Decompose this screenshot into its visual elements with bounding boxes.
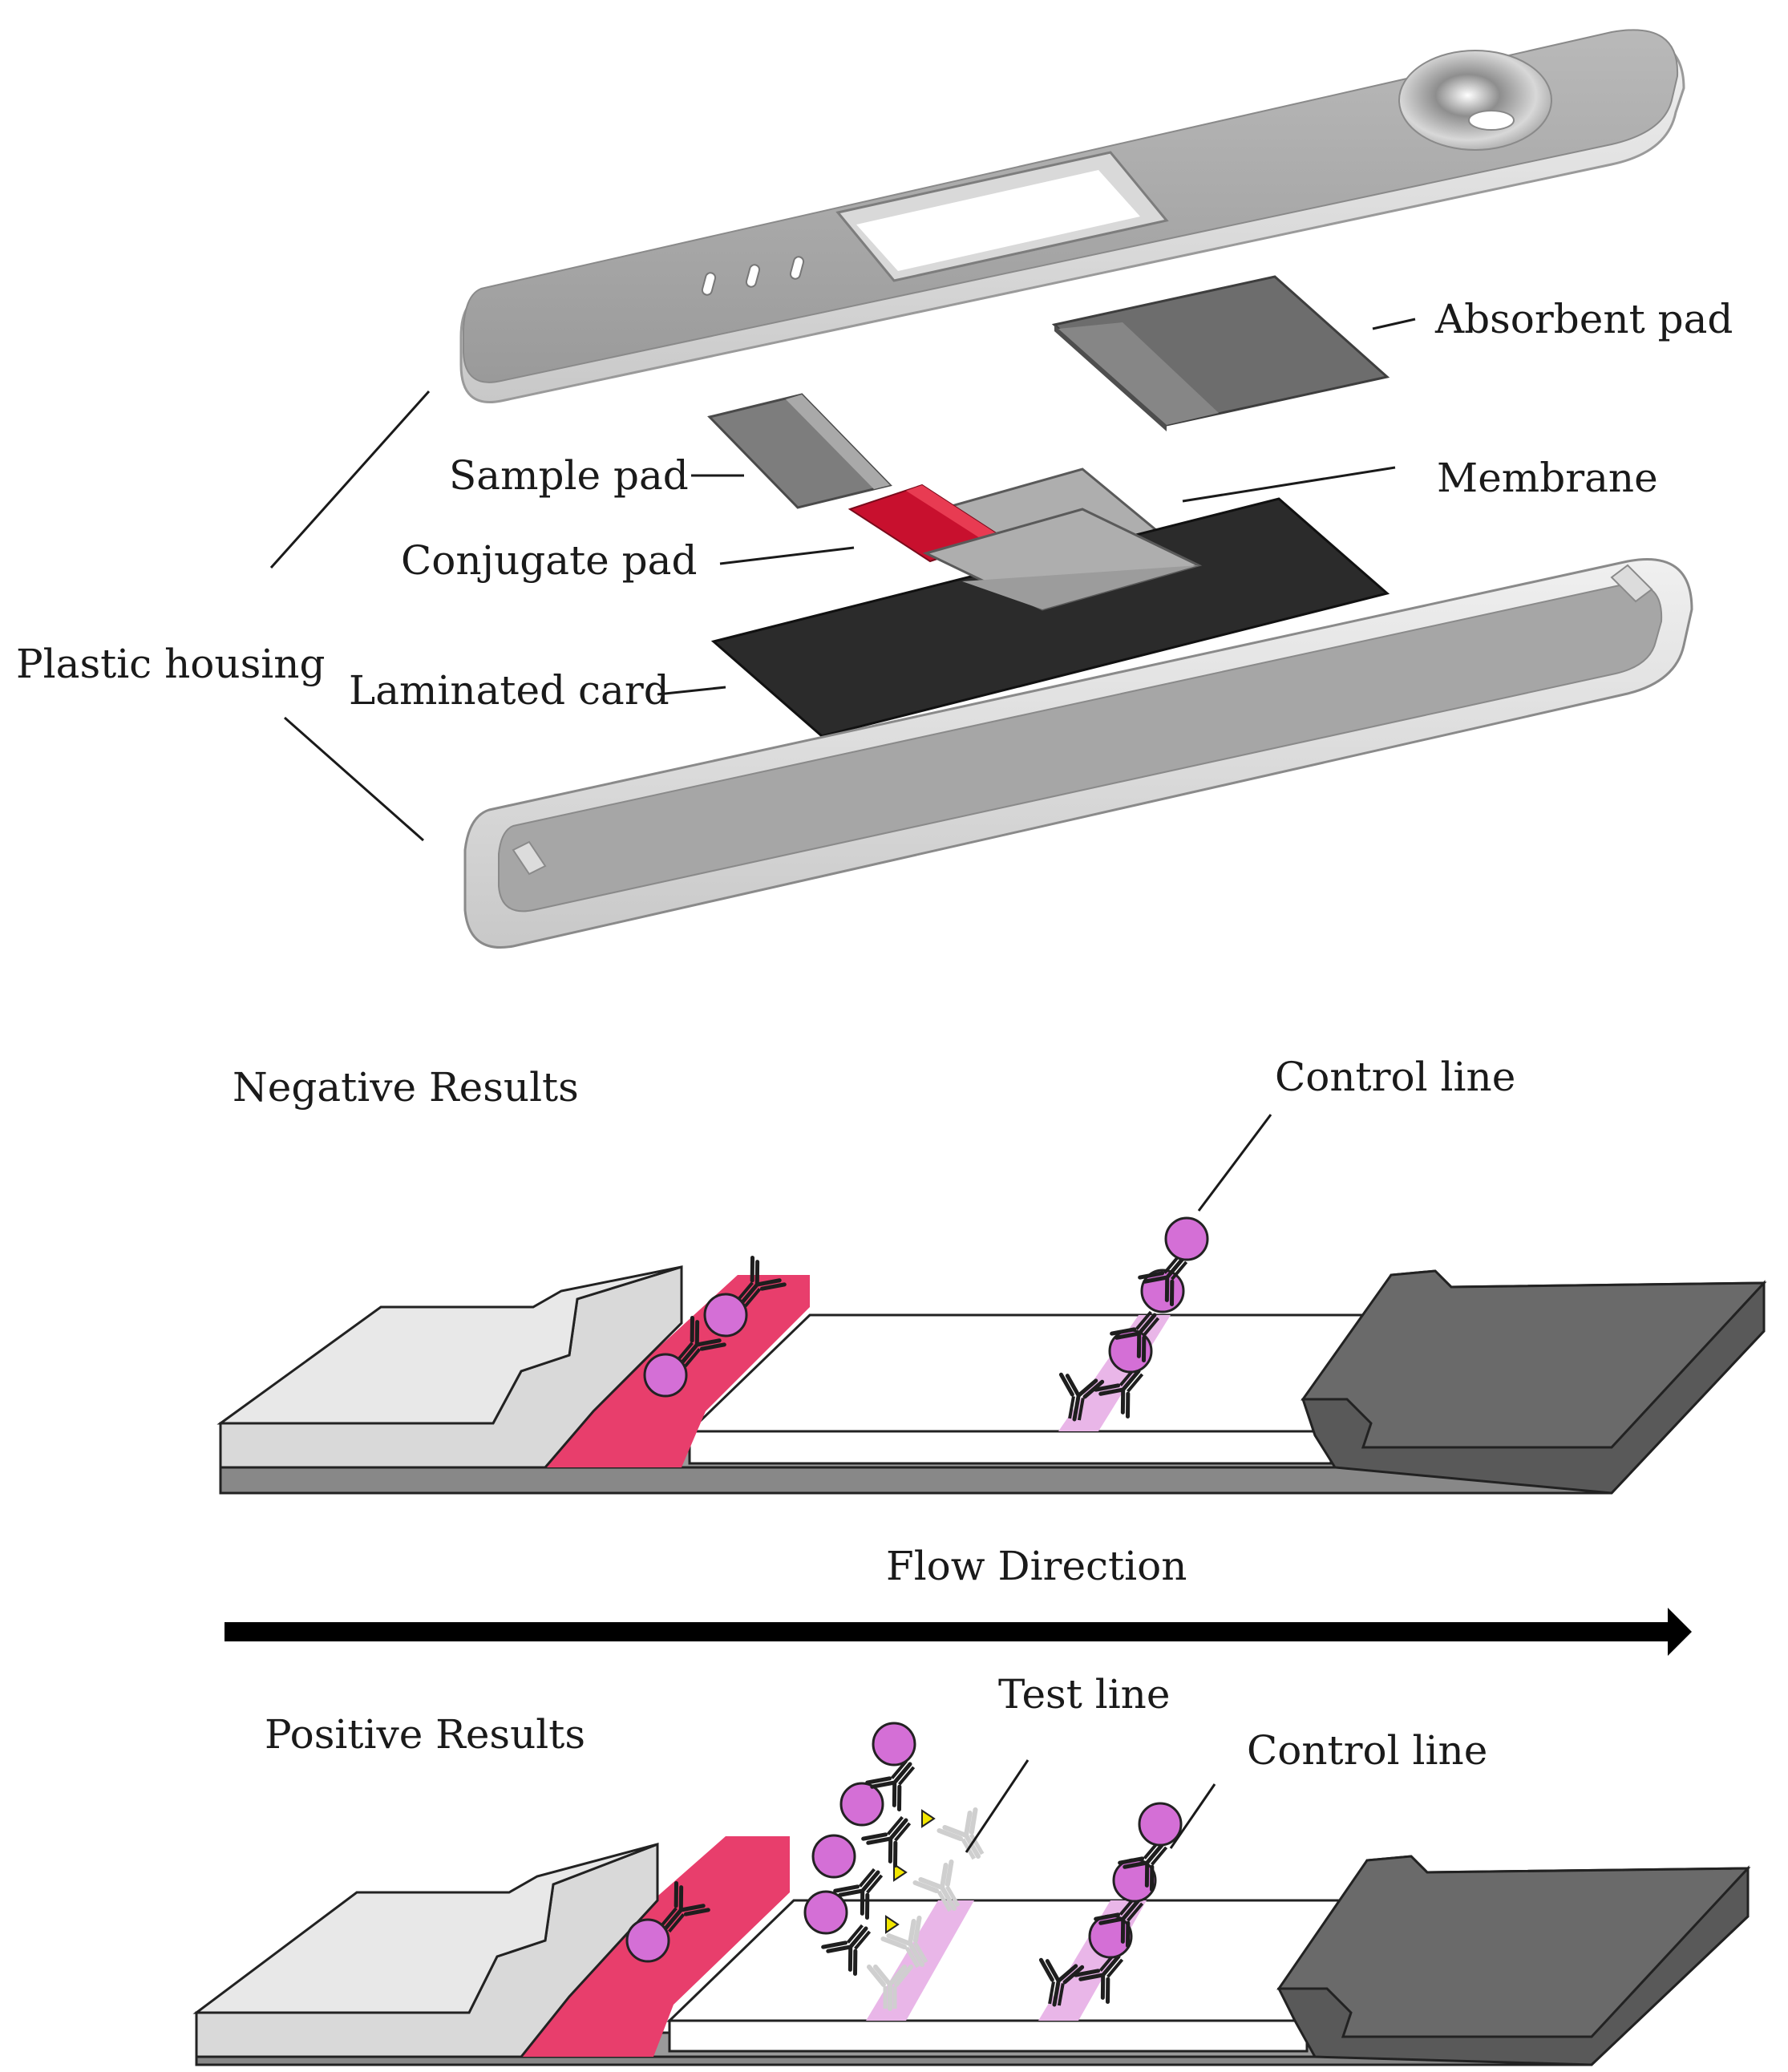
flow-direction: Flow Direction <box>225 1543 1692 1656</box>
negative-control-line-label: Control line <box>1275 1054 1515 1100</box>
sample-pad <box>707 393 892 509</box>
negative-results-panel: Negative Results <box>216 1054 1767 1495</box>
label-conjugate-pad: Conjugate pad <box>401 537 697 584</box>
label-laminated-card: Laminated card <box>349 667 669 714</box>
label-membrane: Membrane <box>1437 455 1658 501</box>
label-plastic-housing: Plastic housing <box>16 641 325 687</box>
positive-title: Positive Results <box>265 1711 585 1758</box>
positive-conjugate-antibody <box>625 1883 708 1963</box>
negative-title: Negative Results <box>233 1064 579 1111</box>
sample-well-icon <box>1398 50 1552 151</box>
bottom-housing <box>463 558 1693 949</box>
top-labels: Absorbent pad Sample pad Membrane Conjug… <box>16 296 1733 714</box>
positive-control-line-label: Control line <box>1247 1727 1487 1774</box>
label-absorbent-pad: Absorbent pad <box>1434 296 1733 342</box>
label-sample-pad: Sample pad <box>449 452 689 499</box>
top-cover <box>459 29 1685 403</box>
arrow-right-icon <box>1668 1608 1692 1656</box>
positive-test-complexes <box>803 1722 997 2009</box>
absorbent-pad <box>1051 275 1390 431</box>
positive-results-panel: Positive Results <box>192 1671 1751 2066</box>
positive-control-complexes <box>1034 1802 1183 2009</box>
negative-control-complexes <box>1054 1216 1209 1423</box>
negative-conjugate-antibodies <box>643 1257 784 1398</box>
positive-test-line-label: Test line <box>998 1671 1170 1718</box>
flow-direction-label: Flow Direction <box>886 1543 1187 1589</box>
cover-slots <box>701 256 805 296</box>
laminated-card <box>710 497 1390 738</box>
top-leader-lines <box>269 318 1416 842</box>
